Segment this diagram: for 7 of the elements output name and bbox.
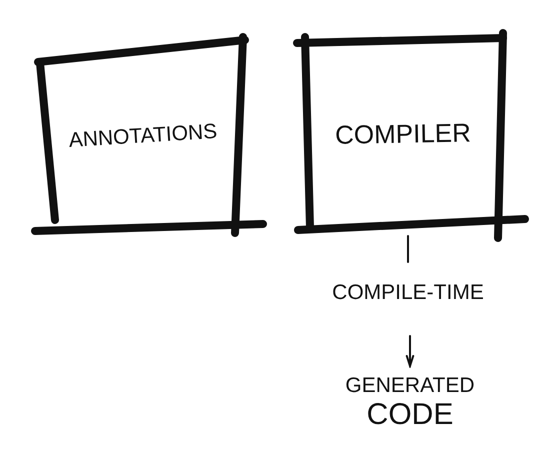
stage-label: COMPILE-TIME [332,280,484,306]
box-label: COMPILER [334,118,472,150]
arrow [406,335,414,367]
output-label: CODE [366,398,454,432]
output-label: GENERATED [345,374,475,398]
box-label: ANNOTATIONS [68,120,218,152]
connector-line [407,235,409,263]
